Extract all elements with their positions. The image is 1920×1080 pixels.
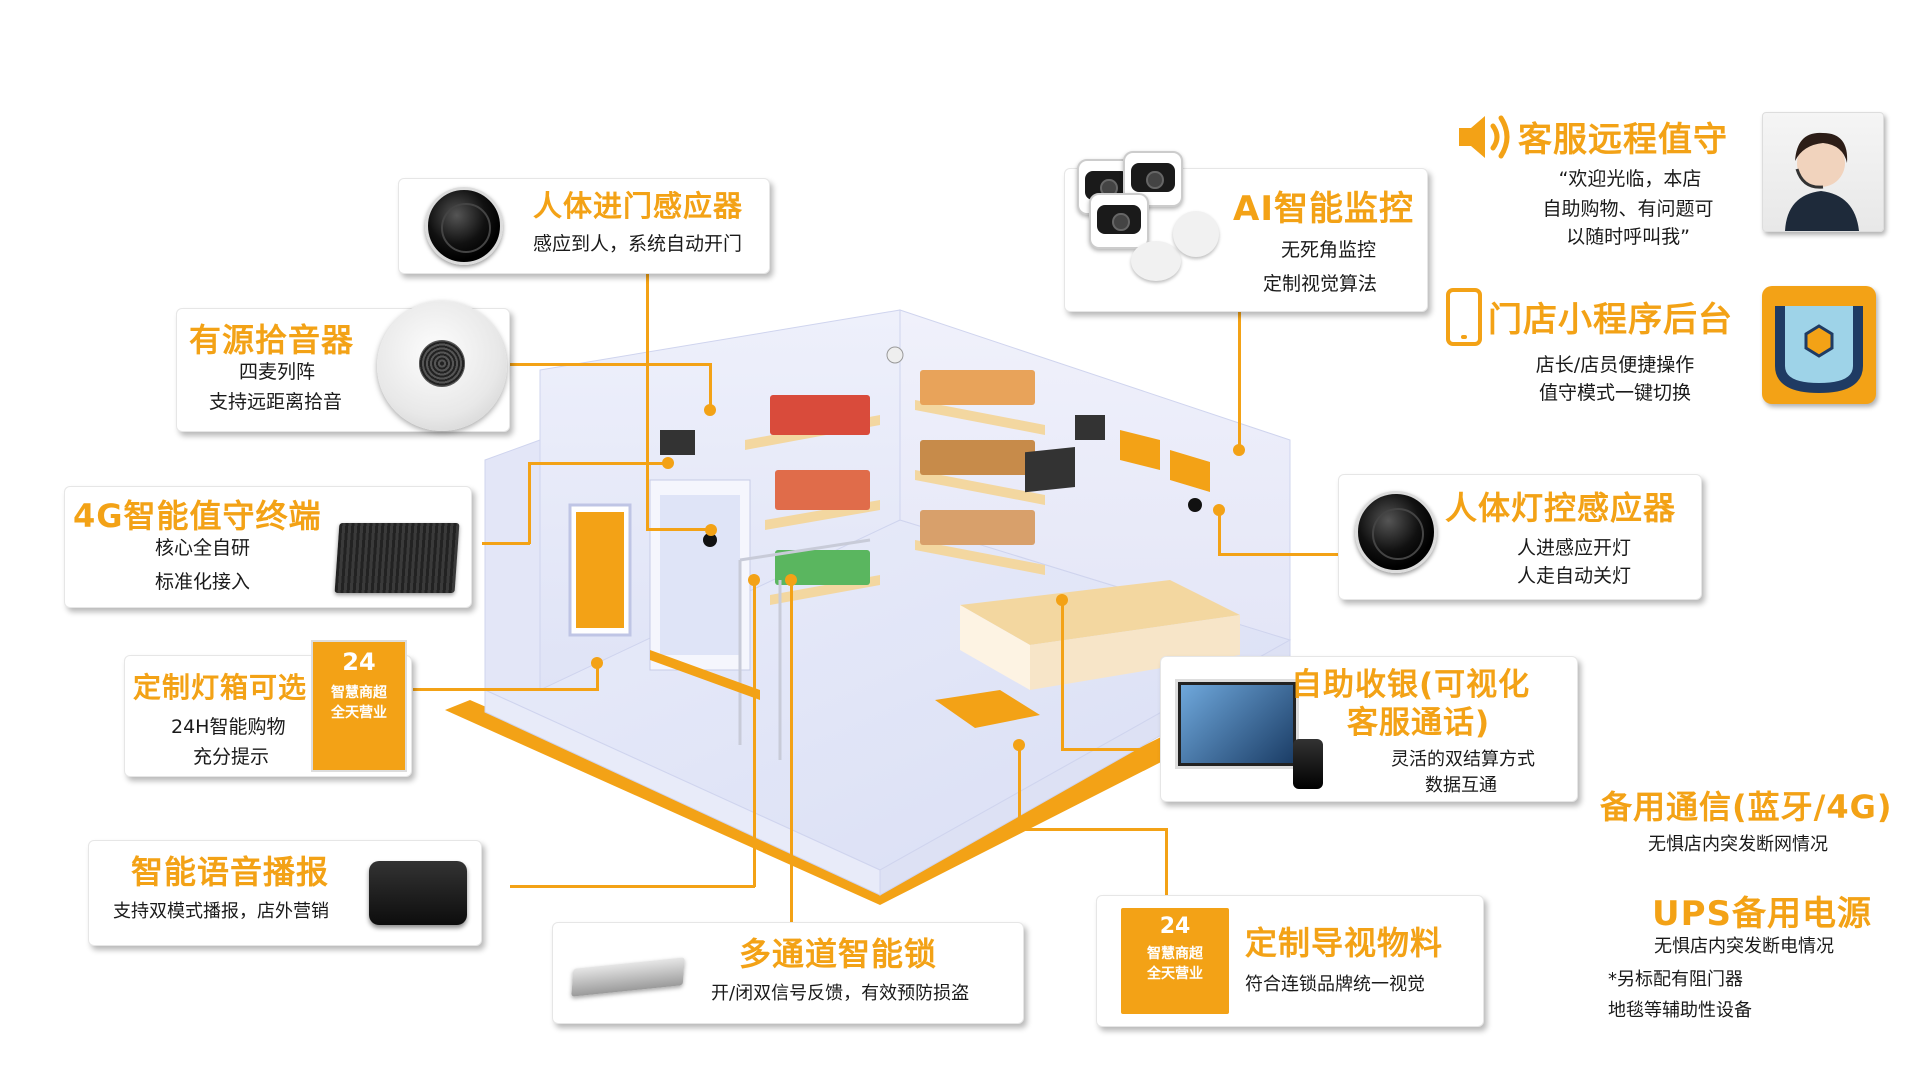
mic-title: 有源拾音器: [189, 321, 355, 359]
ups-desc: 无惧店内突发断电情况: [1654, 936, 1834, 957]
backup-comm-desc: 无惧店内突发断网情况: [1648, 834, 1828, 855]
lightbox-card: 定制灯箱可选 24H智能购物 充分提示 24 智慧商超 全天营业: [124, 640, 412, 777]
light-sensor-card: 人体灯控感应器 人进感应开灯 人走自动关灯: [1338, 474, 1702, 600]
pos-monitor-icon: [1175, 679, 1299, 769]
lightbox-poster: 24 智慧商超 全天营业: [311, 640, 407, 772]
poster-line-1: 智慧商超: [331, 685, 387, 701]
door-sensor-desc: 感应到人，系统自动开门: [533, 233, 743, 255]
ai-monitor-title: AI智能监控: [1233, 189, 1414, 229]
lightbox-desc-1: 24H智能购物: [171, 716, 286, 738]
checkout-title-1: 自助收银(可视化: [1291, 667, 1531, 703]
mini-program-desc-2: 值守模式一键切换: [1538, 382, 1691, 404]
guide-title: 定制导视物料: [1245, 924, 1444, 962]
light-sensor-desc-2: 人走自动关灯: [1517, 565, 1632, 587]
checkout-desc-2: 数据互通: [1425, 775, 1497, 796]
note-line-1: *另标配有阻门器: [1608, 969, 1743, 990]
mini-program-desc-1: 店长/店员便捷操作: [1535, 354, 1695, 376]
lightbox-title: 定制灯箱可选: [133, 671, 308, 704]
remote-service-desc-1: “欢迎光临，本店: [1558, 168, 1702, 190]
guide-desc: 符合连锁品牌统一视觉: [1245, 974, 1425, 995]
smart-lock-icon: [571, 957, 685, 997]
ai-monitor-card: AI智能监控 无死角监控 定制视觉算法: [1064, 151, 1428, 312]
guide-poster: 24 智慧商超 全天营业: [1121, 908, 1229, 1014]
voice-title: 智能语音播报: [131, 853, 330, 891]
mic-desc-1: 四麦列阵: [239, 361, 316, 383]
guide-card: 24 智慧商超 全天营业 定制导视物料 符合连锁品牌统一视觉: [1096, 895, 1484, 1027]
mic-desc-2: 支持远距离拾音: [209, 391, 343, 413]
microphone-icon: [377, 301, 507, 431]
mini-program-title: 门店小程序后台: [1488, 300, 1733, 340]
light-sensor-title: 人体灯控感应器: [1445, 489, 1677, 527]
terminal-desc-2: 标准化接入: [155, 571, 251, 593]
voice-card: 智能语音播报 支持双模式播报，店外营销: [88, 840, 482, 946]
ups-title: UPS备用电源: [1652, 894, 1873, 934]
checkout-counter: [960, 580, 1240, 645]
customer-service-avatar: [1762, 112, 1884, 232]
poster-line-2: 全天营业: [331, 705, 387, 721]
lock-card: 多通道智能锁 开/闭双信号反馈，有效预防损盗: [552, 922, 1024, 1024]
checkout-title-2: 客服通话): [1347, 705, 1491, 741]
front-wall-left: [484, 439, 541, 691]
backup-comm-title: 备用通信(蓝牙/4G): [1600, 788, 1893, 826]
terminal-device-icon: [334, 523, 460, 593]
speaker-device-icon: [369, 861, 467, 925]
remote-service-desc-2: 自助购物、有问题可: [1542, 198, 1714, 220]
poster-badge: 24: [342, 648, 376, 676]
guide-poster-line-1: 智慧商超: [1147, 946, 1203, 962]
checkout-card: 自助收银(可视化 客服通话) 灵活的双结算方式 数据互通: [1160, 656, 1578, 802]
light-sensor-desc-1: 人进感应开灯: [1517, 537, 1632, 559]
ai-monitor-desc-2: 定制视觉算法: [1263, 273, 1378, 295]
camera-stand: [1131, 241, 1181, 281]
floor-mat: [935, 690, 1040, 728]
ai-monitor-desc-1: 无死角监控: [1281, 239, 1377, 261]
remote-service-title: 客服远程值守: [1518, 120, 1728, 160]
lock-title: 多通道智能锁: [739, 935, 938, 973]
note-line-2: 地毯等辅助性设备: [1608, 1000, 1752, 1021]
shelf-right: [915, 370, 1045, 575]
security-camera-icon-2: [1123, 151, 1183, 207]
motion-sensor-icon: [425, 187, 503, 265]
speaker-volume-icon: [1459, 115, 1510, 159]
checkout-desc-1: 灵活的双结算方式: [1391, 749, 1535, 770]
door-sensor-title: 人体进门感应器: [533, 189, 744, 223]
guide-poster-line-2: 全天营业: [1147, 966, 1203, 982]
security-camera-icon-3: [1089, 193, 1149, 249]
lightbox-desc-2: 充分提示: [193, 746, 270, 768]
terminal-desc-1: 核心全自研: [155, 537, 251, 559]
terminal-title: 4G智能值守终端: [73, 497, 322, 535]
terminal-card: 4G智能值守终端 核心全自研 标准化接入: [64, 486, 472, 608]
lock-desc: 开/闭双信号反馈，有效预防损盗: [711, 983, 970, 1004]
voice-desc: 支持双模式播报，店外营销: [113, 901, 329, 922]
camera-stand-2: [1173, 211, 1219, 257]
guide-poster-badge: 24: [1159, 914, 1191, 939]
smartphone-icon: [1446, 288, 1482, 346]
mini-program-logo: [1762, 286, 1876, 404]
entry-gate: [738, 538, 871, 760]
light-sensor-icon: [1355, 491, 1437, 573]
barcode-scanner-icon: [1293, 739, 1323, 789]
shelf-group: [745, 395, 880, 605]
mic-card: 有源拾音器 四麦列阵 支持远距离拾音: [176, 301, 510, 432]
door-sensor-card: 人体进门感应器 感应到人，系统自动开门: [398, 178, 770, 274]
remote-service-desc-3: 以随时呼叫我”: [1566, 226, 1690, 248]
